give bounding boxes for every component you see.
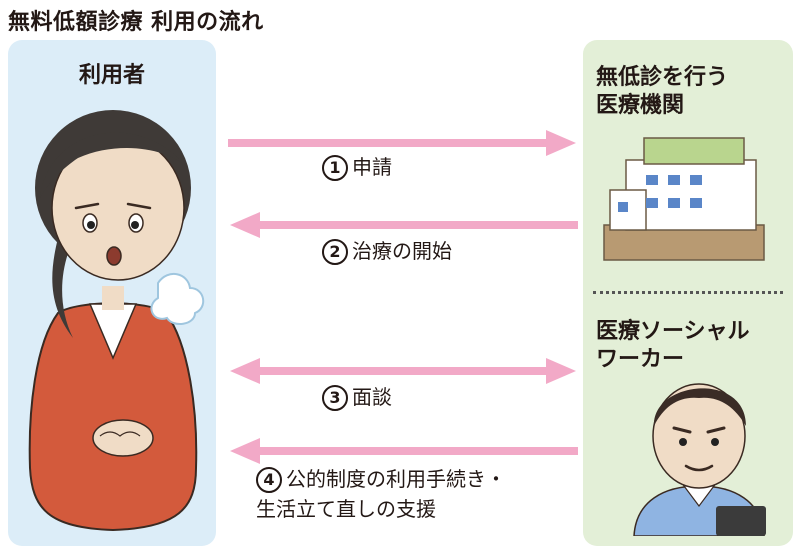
worker-label-line2: ワーカー	[596, 347, 685, 372]
step-2-text: 治療の開始	[352, 239, 452, 263]
worker-label: 医療ソーシャル ワーカー	[596, 318, 750, 374]
step-1-number: 1	[322, 155, 348, 181]
user-illustration	[28, 110, 205, 532]
step-4-text-line1: 公的制度の利用手続き・	[286, 467, 506, 491]
step-4-number: 4	[256, 467, 282, 493]
arrow-step1-right	[228, 130, 576, 156]
panel-divider	[593, 291, 783, 294]
step-3-text: 面談	[352, 385, 392, 409]
social-worker-illustration	[633, 383, 766, 536]
hospital-building-icon	[603, 137, 765, 261]
arrow-step2-left	[230, 212, 578, 238]
arrow-step4-left	[230, 438, 578, 464]
step-4-text-line2: 生活立て直しの支援	[256, 497, 436, 521]
diagram-title: 無料低額診療 利用の流れ	[8, 10, 264, 35]
worker-label-line1: 医療ソーシャル	[596, 319, 750, 344]
facility-label: 無低診を行う 医療機関	[596, 64, 728, 120]
arrow-step3-both	[230, 358, 576, 384]
step-3-number: 3	[322, 385, 348, 411]
user-label: 利用者	[78, 63, 145, 88]
step-1-text: 申請	[352, 155, 392, 179]
facility-label-line1: 無低診を行う	[596, 65, 729, 90]
step-2-number: 2	[322, 239, 348, 265]
facility-label-line2: 医療機関	[596, 93, 685, 118]
